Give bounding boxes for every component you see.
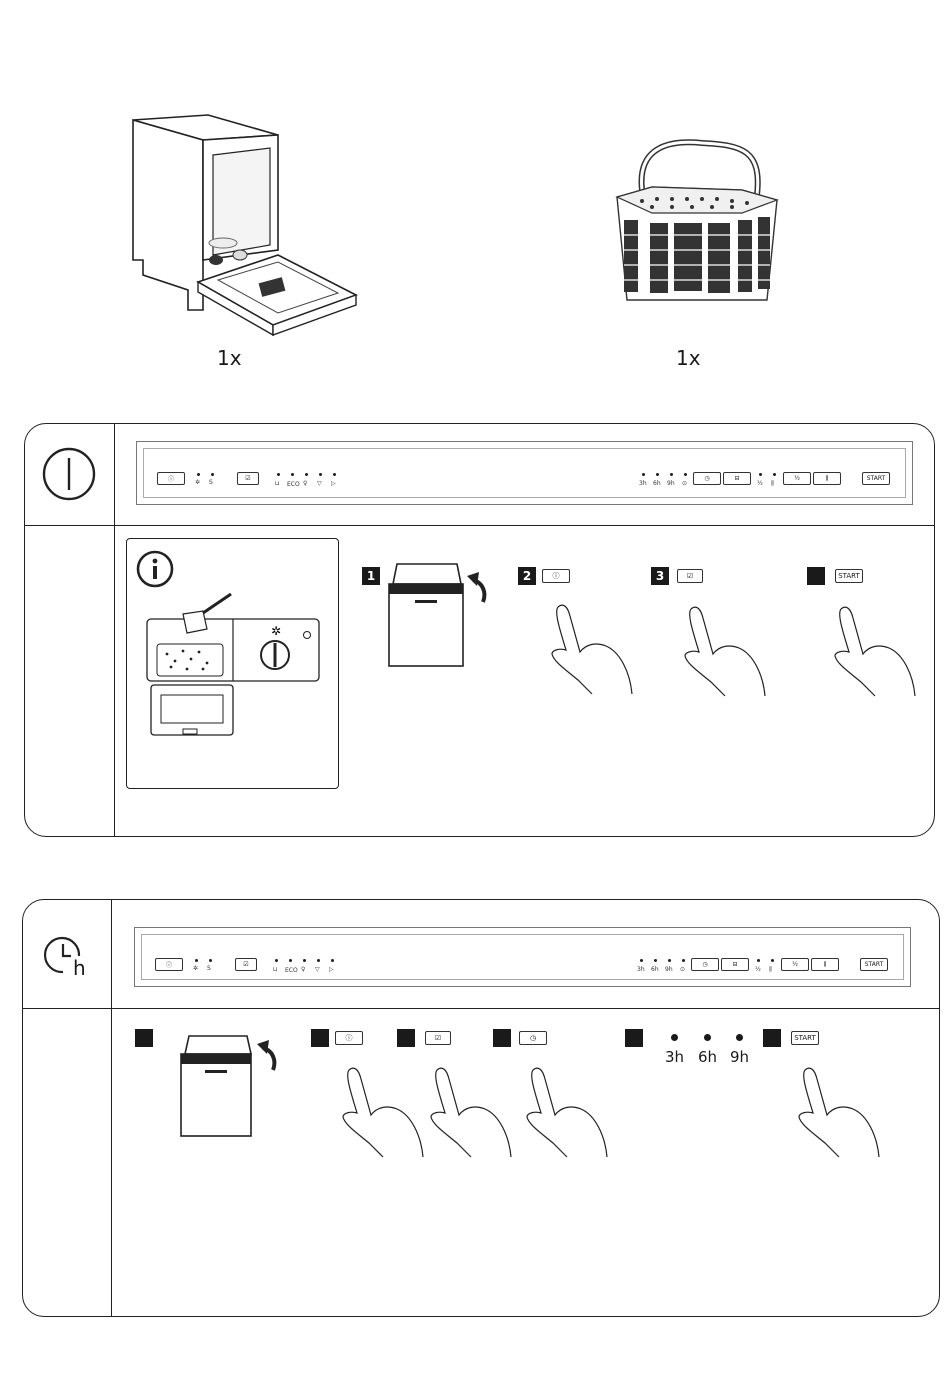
step-6-start-key: START <box>791 1031 819 1045</box>
detergent-dispenser-illustration: ✲ <box>143 589 323 739</box>
step-5-badge <box>625 1029 643 1047</box>
panel-power-button[interactable]: ⓘ <box>155 958 183 971</box>
delay-3h-label: 3h <box>665 1048 684 1066</box>
delay-indicator-icon: ⊙ <box>682 480 687 487</box>
panel-extra-dry-button[interactable]: ⫼ <box>813 472 841 485</box>
panel-half-load-button[interactable]: ½ <box>783 472 811 485</box>
info-box: ✲ <box>126 538 339 789</box>
step-2-power-key: ⓘ <box>542 569 570 583</box>
delay-6h-indicator <box>704 1034 711 1041</box>
panel-delay-6h: 6h <box>653 480 661 487</box>
panel-program-button[interactable]: ☑ <box>235 958 257 971</box>
cutlery-basket-illustration <box>612 135 782 305</box>
close-door-illustration <box>181 1034 291 1138</box>
close-door-illustration <box>387 562 497 668</box>
panel-delay-6h: 6h <box>651 966 659 973</box>
step-3-badge: 3 <box>651 567 669 585</box>
info-icon <box>135 549 175 589</box>
rinse-aid-icon: ✲ <box>193 965 198 972</box>
step-3-program-key: ☑ <box>425 1031 451 1045</box>
step-4-badge <box>493 1029 511 1047</box>
step-1-badge: 1 <box>362 567 380 585</box>
control-panel: ⓘ ✲ S ☑ ⊔ ECO ♀ ▽ ▷ 3h 6h 9h ⊙ ◷ ⊟ ½ ⫼ ½… <box>136 441 913 505</box>
step-6-badge <box>763 1029 781 1047</box>
step-2-badge: 2 <box>518 567 536 585</box>
panel-power-button[interactable]: ⓘ <box>157 472 185 485</box>
salt-icon: S <box>209 479 213 486</box>
rinse-aid-icon: ✲ <box>195 479 200 486</box>
section-delay-start: h ⓘ ✲ S ☑ ⊔ ECO ♀ ▽ ▷ 3h 6h 9h ⊙ ◷ ⊟ ½ ⫼… <box>22 899 940 1317</box>
salt-icon: S <box>207 965 211 972</box>
delay-9h-indicator <box>736 1034 743 1041</box>
panel-delay-9h: 9h <box>665 966 673 973</box>
dishwasher-illustration <box>128 110 363 345</box>
finger-press-icon <box>550 602 640 697</box>
delay-indicator-icon: ⊙ <box>680 966 685 973</box>
panel-delay-3h: 3h <box>637 966 645 973</box>
delay-6h-label: 6h <box>698 1048 717 1066</box>
panel-start-button[interactable]: START <box>862 472 890 485</box>
panel-delay-button[interactable]: ◷ <box>691 958 719 971</box>
panel-extra-dry-button[interactable]: ⫼ <box>811 958 839 971</box>
intensive-icon: ⊔ <box>273 966 278 973</box>
finger-press-icon <box>429 1065 519 1160</box>
glass-icon: ♀ <box>303 480 307 487</box>
svg-text:✲: ✲ <box>271 624 281 638</box>
panel-option-button[interactable]: ⊟ <box>723 472 751 485</box>
eco-label: ECO <box>287 481 300 488</box>
section-power-on: ⓘ ✲ S ☑ ⊔ ECO ♀ ▽ ▷ 3h 6h 9h ⊙ ◷ ⊟ ½ ⫼ ½… <box>24 423 935 837</box>
panel-option-button[interactable]: ⊟ <box>721 958 749 971</box>
power-icon <box>41 446 97 502</box>
finger-press-icon <box>683 604 773 699</box>
quick-icon: ▽ <box>315 966 320 973</box>
intensive-icon: ⊔ <box>275 480 280 487</box>
quick-icon: ▽ <box>317 480 322 487</box>
glass-icon: ♀ <box>301 966 305 973</box>
finger-press-icon <box>833 604 923 699</box>
step-3-program-key: ☑ <box>677 569 703 583</box>
panel-half-load-button[interactable]: ½ <box>781 958 809 971</box>
control-panel: ⓘ ✲ S ☑ ⊔ ECO ♀ ▽ ▷ 3h 6h 9h ⊙ ◷ ⊟ ½ ⫼ ½… <box>134 927 911 987</box>
delay-9h-label: 9h <box>730 1048 749 1066</box>
finger-press-icon <box>525 1065 615 1160</box>
step-4-start-key: START <box>835 569 863 583</box>
half-load-icon: ½ <box>757 480 763 487</box>
extra-dry-icon: ⫼ <box>769 966 772 974</box>
step-2-power-key: ⓘ <box>335 1031 363 1045</box>
panel-delay-3h: 3h <box>639 480 647 487</box>
step-4-delay-key: ◷ <box>519 1031 547 1045</box>
finger-press-icon <box>341 1065 431 1160</box>
rapid-icon: ▷ <box>329 966 334 973</box>
step-1-badge <box>135 1029 153 1047</box>
delay-icon-suffix: h <box>73 956 86 980</box>
eco-label: ECO <box>285 967 298 974</box>
cutlery-basket-quantity: 1x <box>676 346 701 370</box>
step-3-badge <box>397 1029 415 1047</box>
rapid-icon: ▷ <box>331 480 336 487</box>
step-2-badge <box>311 1029 329 1047</box>
panel-start-button[interactable]: START <box>860 958 888 971</box>
extra-dry-icon: ⫼ <box>771 480 774 488</box>
half-load-icon: ½ <box>755 966 761 973</box>
delay-3h-indicator <box>671 1034 678 1041</box>
finger-press-icon <box>797 1065 887 1160</box>
step-4-badge <box>807 567 825 585</box>
panel-delay-9h: 9h <box>667 480 675 487</box>
panel-program-button[interactable]: ☑ <box>237 472 259 485</box>
panel-delay-button[interactable]: ◷ <box>693 472 721 485</box>
dishwasher-quantity: 1x <box>217 346 242 370</box>
